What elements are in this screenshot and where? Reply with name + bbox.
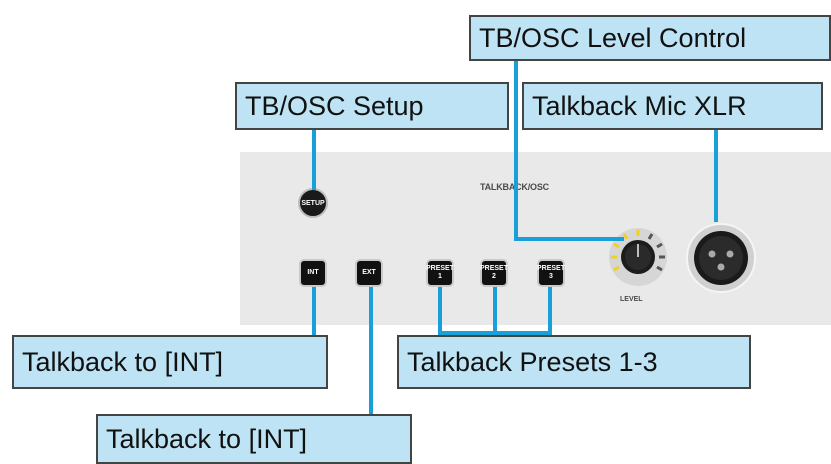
callout-talkback-int-2: Talkback to [INT]	[96, 414, 412, 464]
callout-level-control: TB/OSC Level Control	[469, 15, 831, 61]
setup-button[interactable]: SETUP	[298, 188, 328, 218]
callout-mic-xlr: Talkback Mic XLR	[522, 82, 823, 130]
connector-mic-xlr	[714, 130, 718, 222]
connector-setup	[312, 130, 316, 190]
connector-preset-2	[493, 287, 497, 335]
connector-level-vertical	[514, 60, 518, 240]
xlr-connector-icon	[686, 223, 756, 293]
level-knob[interactable]	[607, 226, 669, 288]
connector-int-2	[369, 287, 373, 418]
connector-presets-bar	[438, 331, 552, 335]
connector-level-horizontal	[514, 237, 624, 241]
callout-setup: TB/OSC Setup	[235, 82, 509, 130]
connector-int-1	[312, 287, 316, 337]
connector-preset-1	[438, 287, 442, 335]
callout-presets: Talkback Presets 1-3	[397, 335, 751, 389]
ext-button[interactable]: EXT	[355, 259, 383, 287]
callout-talkback-int-1: Talkback to [INT]	[12, 335, 328, 389]
level-label: LEVEL	[620, 296, 643, 303]
connector-preset-3	[548, 287, 552, 335]
int-button[interactable]: INT	[299, 259, 327, 287]
